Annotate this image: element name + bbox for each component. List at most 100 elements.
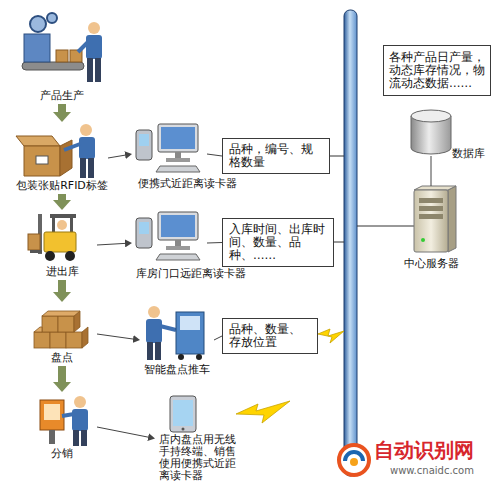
connector-line <box>108 155 125 158</box>
step-caption: 进出库 <box>27 266 97 278</box>
power-led <box>421 238 425 242</box>
carton-side <box>82 327 88 348</box>
flow-arrow <box>58 104 66 112</box>
person-leg <box>80 158 86 178</box>
box-front <box>24 146 60 176</box>
carton-top <box>34 327 42 332</box>
monitor-base <box>166 246 190 250</box>
person-head <box>74 396 86 408</box>
step-caption: 库房门口远距离读卡器 <box>136 268 266 280</box>
watermark-url: www.cnaidc.com <box>390 465 474 477</box>
database-icon <box>411 110 451 154</box>
cylinder-top <box>411 110 451 122</box>
connector-line <box>207 242 222 244</box>
monitor-neck <box>175 240 181 246</box>
bus-wire <box>330 156 344 157</box>
monitor-screen <box>161 127 195 149</box>
process-step: 盘点 <box>27 302 97 366</box>
step-caption: 盘点 <box>27 352 97 364</box>
step-caption: 产品生产 <box>12 90 112 102</box>
person-arm <box>62 414 74 416</box>
network-bus <box>344 10 357 476</box>
step-caption: 中心服务器 <box>396 258 466 270</box>
watermark-logo <box>339 445 369 475</box>
process-step: 中心服务器 <box>398 186 464 272</box>
cart-cabinet <box>176 312 204 354</box>
carton-top <box>42 311 80 316</box>
server-side <box>448 186 456 252</box>
person-head <box>80 124 92 136</box>
conveyor <box>22 62 84 70</box>
connector-line <box>214 336 222 340</box>
bus-wire <box>357 226 414 227</box>
packaging-icon <box>16 124 95 178</box>
forklift-post <box>52 216 55 234</box>
process-step: 进出库 <box>27 210 97 280</box>
monitor <box>158 212 198 240</box>
wireless-bolt <box>318 329 344 343</box>
kiosk <box>40 400 64 430</box>
carton <box>42 316 58 332</box>
server-top <box>414 186 456 190</box>
logo-ring <box>339 445 369 475</box>
carton <box>58 316 74 332</box>
reader-set-icon <box>136 124 200 172</box>
wheel <box>45 251 55 261</box>
step-caption: 数据库 <box>452 148 492 160</box>
flow-arrow <box>58 366 66 382</box>
monitor <box>158 124 198 152</box>
monitor-neck <box>175 152 181 158</box>
carton <box>28 234 40 250</box>
wheel <box>65 251 75 261</box>
person-body <box>79 137 95 159</box>
cart-panel <box>180 316 200 330</box>
person-arm <box>78 42 88 52</box>
person-leg <box>155 342 161 360</box>
tablet-icon <box>170 396 196 432</box>
person-leg <box>95 58 101 82</box>
person-body <box>146 319 162 343</box>
drive-bay <box>419 206 443 211</box>
connector-line <box>97 427 148 437</box>
production-icon <box>22 13 102 82</box>
person-head <box>88 22 100 34</box>
rfid-tag <box>36 156 48 164</box>
process-step: 产品生产 <box>17 8 107 104</box>
process-step: 库房门口远距离读卡器 <box>132 204 207 282</box>
step-caption: 智能盘点推车 <box>144 364 216 376</box>
reader-screen <box>139 222 149 234</box>
carton <box>66 332 82 348</box>
bus-wire <box>334 242 344 243</box>
handheld-reader <box>136 130 152 160</box>
server-icon <box>414 186 456 252</box>
tablet-button <box>182 428 185 431</box>
kiosk-screen <box>44 404 60 420</box>
step-caption: 便携式近距离读卡器 <box>138 178 263 190</box>
connector-line <box>97 243 125 245</box>
box-text: 各种产品日产量，动态库存情况，物流动态数据…… <box>389 51 485 90</box>
carton <box>50 332 66 348</box>
person-leg <box>81 430 87 446</box>
person-arm <box>64 144 80 150</box>
monitor-base <box>166 158 190 162</box>
driver-head <box>57 220 67 230</box>
wireless-bolt <box>236 401 290 423</box>
kiosk-stand <box>49 430 55 444</box>
step-caption: 分销 <box>27 448 97 460</box>
wheel <box>196 354 202 360</box>
data-box: 品种，编号、规格数量 <box>222 138 330 174</box>
person-leg <box>88 158 94 178</box>
wheel <box>178 354 184 360</box>
process-step: 店内盘点用无线手持终端、销售使用便携式近距离读卡器 <box>155 392 240 485</box>
drive-bay <box>419 198 443 203</box>
server-tower <box>414 190 448 252</box>
person-arm <box>160 326 176 330</box>
flow-arrow <box>58 194 66 200</box>
connector-line <box>207 154 222 156</box>
process-step: 包装张贴RFID标签 <box>16 122 108 194</box>
data-box: 入库时间、出库时间、数量、品种、…… <box>222 218 334 267</box>
keyboard <box>156 166 200 172</box>
carton <box>56 50 68 62</box>
person-body <box>72 409 88 431</box>
